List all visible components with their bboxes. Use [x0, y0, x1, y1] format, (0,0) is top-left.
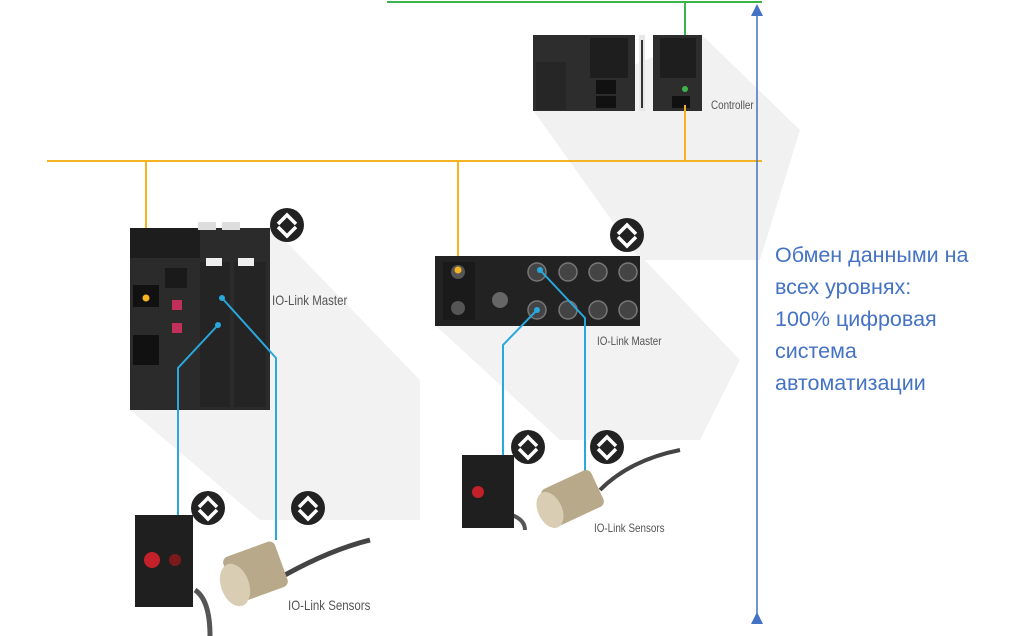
- caption-line: система: [775, 339, 857, 363]
- caption-line: Обмен данными на: [775, 243, 969, 267]
- io-link-icon: [189, 489, 227, 527]
- io-link-master-right-label: IO-Link Master: [597, 334, 662, 348]
- photoelectric-sensor-left: [135, 515, 213, 636]
- io-link-master-left: [130, 222, 270, 410]
- io-link-icon: [289, 489, 327, 527]
- caption-text: Обмен данными на всех уровнях: 100% цифр…: [775, 239, 1015, 399]
- io-link-icon: [588, 428, 626, 466]
- io-link-sensors-left-label: IO-Link Sensors: [288, 597, 371, 613]
- caption-line: всех уровнях:: [775, 275, 912, 299]
- io-link-master-right: [435, 256, 640, 326]
- proximity-sensor-right: [536, 448, 681, 528]
- io-link-icon: [268, 206, 306, 244]
- caption-line: автоматизации: [775, 371, 926, 395]
- photoelectric-sensor-right: [462, 455, 527, 531]
- io-link-sensors-right-label: IO-Link Sensors: [594, 521, 665, 535]
- io-link-master-left-label: IO-Link Master: [272, 292, 348, 308]
- io-link-icon: [608, 216, 646, 254]
- controller-label: Controller: [711, 98, 754, 112]
- caption-line: 100% цифровая: [775, 307, 937, 331]
- proximity-sensor-left: [219, 537, 371, 607]
- io-link-icon: [509, 428, 547, 466]
- controller-device: [533, 35, 702, 111]
- io-link-cables: [177, 269, 586, 540]
